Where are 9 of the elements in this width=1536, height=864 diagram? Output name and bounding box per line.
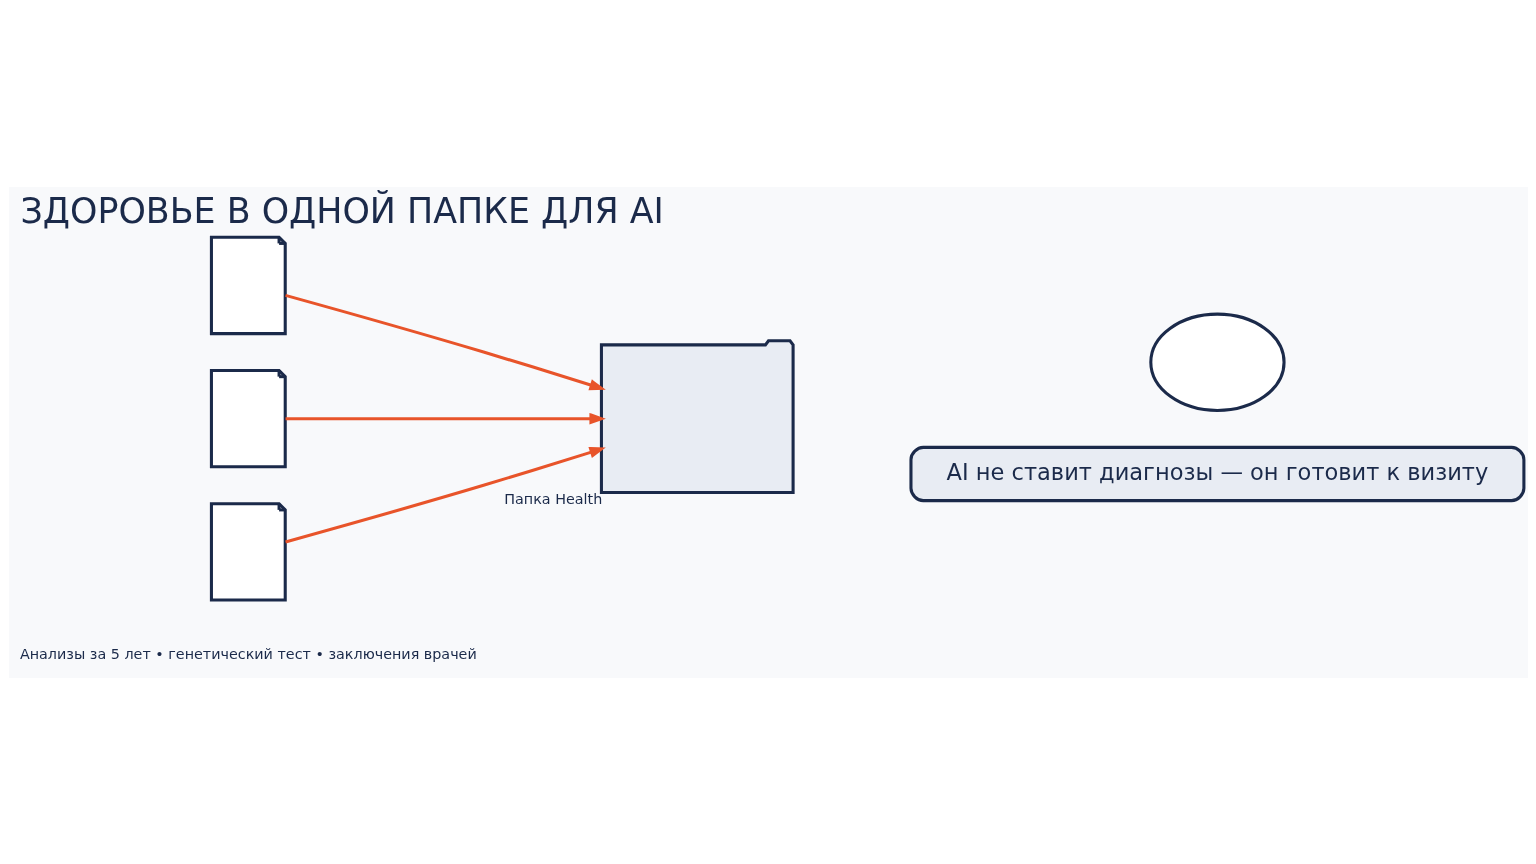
label: Анализы за 5 лет • генетический тест • заключения врачей bbox=[19, 645, 477, 662]
node-bubble bbox=[1148, 312, 1286, 412]
node-folder bbox=[599, 338, 795, 494]
arrow bbox=[284, 446, 606, 543]
node-box: AI не ставит диагнозы — он готовит к визиту bbox=[908, 445, 1525, 502]
node-label: Папка Health bbox=[503, 490, 602, 507]
diagram-title: ЗДОРОВЬЕ В ОДНОЙ ПАПКЕ ДЛЯ AI bbox=[19, 190, 664, 231]
arrow bbox=[285, 412, 606, 424]
arrow bbox=[284, 293, 606, 390]
